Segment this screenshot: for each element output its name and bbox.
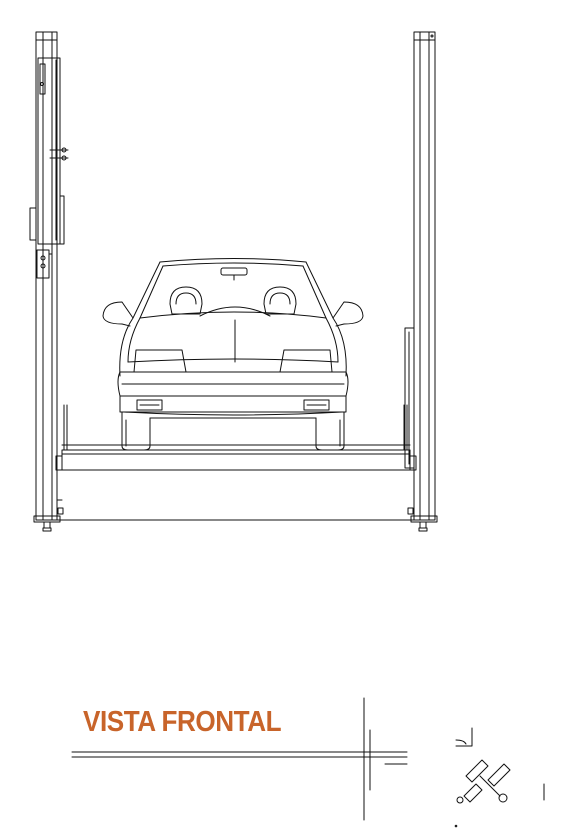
orientation-symbol [454,727,545,828]
car-front-view [102,258,364,451]
crosshair-mark [363,697,371,821]
left-lift-post [29,31,69,532]
title-underline [71,751,408,765]
right-lift-post [404,31,438,532]
lift-platform [55,404,417,521]
view-title: VISTA FRONTAL [83,706,282,738]
